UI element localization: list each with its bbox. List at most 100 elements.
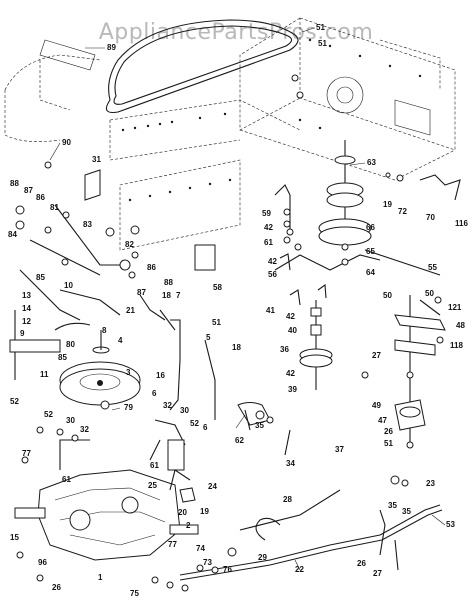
part-label: 42 — [286, 369, 295, 378]
part-label: 75 — [130, 589, 139, 598]
part-label: 84 — [8, 230, 17, 239]
part-label: 73 — [203, 558, 212, 567]
part-label: 32 — [163, 401, 172, 410]
tractor-frame — [109, 17, 456, 251]
part-label: 90 — [62, 138, 71, 147]
part-labels: 89 51 51 90 31 88 87 86 81 83 82 84 85 1… — [8, 23, 468, 598]
part-label: 5 — [206, 333, 211, 342]
part-label: 8 — [102, 326, 107, 335]
part-label: 87 — [24, 186, 33, 195]
part-label: 121 — [448, 303, 462, 312]
part-label: 61 — [150, 461, 159, 470]
part-label: 2 — [186, 521, 191, 530]
part-label: 70 — [426, 213, 435, 222]
part-label: 81 — [50, 203, 59, 212]
part-label: 28 — [283, 495, 292, 504]
part-label: 52 — [10, 397, 19, 406]
part-label: 11 — [40, 370, 49, 379]
part-label: 19 — [383, 200, 392, 209]
part-label: 88 — [164, 278, 173, 287]
part-label: 20 — [178, 508, 187, 517]
part-label: 96 — [38, 558, 47, 567]
part-label: 24 — [208, 482, 217, 491]
part-label: 50 — [383, 291, 392, 300]
drive-belt — [105, 19, 299, 114]
fasteners — [16, 74, 369, 592]
part-label: 10 — [64, 281, 73, 290]
part-label: 34 — [286, 459, 295, 468]
part-label: 76 — [223, 565, 232, 574]
part-label: 26 — [52, 583, 61, 592]
part-label: 12 — [22, 317, 31, 326]
part-label: 35 — [255, 421, 264, 430]
part-label: 27 — [373, 569, 382, 578]
part-label: 30 — [66, 416, 75, 425]
idler-pulley — [299, 300, 333, 390]
part-label: 25 — [148, 481, 157, 490]
part-label: 23 — [426, 479, 435, 488]
part-label: 30 — [180, 406, 189, 415]
part-label: 37 — [335, 445, 344, 454]
part-label: 42 — [264, 223, 273, 232]
part-label: 58 — [213, 283, 222, 292]
part-label: 88 — [10, 179, 19, 188]
part-label: 66 — [366, 223, 375, 232]
part-label: 53 — [446, 520, 455, 529]
bracket-70 — [385, 172, 461, 201]
part-label: 41 — [266, 306, 275, 315]
part-label: 40 — [288, 326, 297, 335]
part-label: 15 — [10, 533, 19, 542]
part-label: 49 — [372, 401, 381, 410]
part-label: 48 — [456, 321, 465, 330]
hood-outline — [4, 39, 101, 142]
part-label: 36 — [280, 345, 289, 354]
part-label: 77 — [168, 540, 177, 549]
part-label: 61 — [264, 238, 273, 247]
small-brackets — [279, 243, 349, 306]
part-label: 62 — [235, 436, 244, 445]
part-label: 13 — [22, 291, 31, 300]
part-label: 19 — [200, 507, 209, 516]
shift-linkage — [9, 169, 166, 380]
part-label: 55 — [428, 263, 437, 272]
drag-link — [179, 489, 443, 581]
part-label: 74 — [196, 544, 205, 553]
part-label: 65 — [366, 247, 375, 256]
part-label: 6 — [203, 423, 208, 432]
brake-arm-right — [379, 295, 446, 571]
part-label: 82 — [125, 240, 134, 249]
part-label: 77 — [22, 449, 31, 458]
part-label: 42 — [268, 257, 277, 266]
part-label: 51 — [212, 318, 221, 327]
part-label: 47 — [378, 416, 387, 425]
part-label: 35 — [402, 507, 411, 516]
part-label: 87 — [137, 288, 146, 297]
clutch-rod — [274, 184, 381, 271]
part-label: 83 — [83, 220, 92, 229]
part-label: 9 — [20, 329, 25, 338]
part-label: 3 — [126, 368, 131, 377]
watermark-text: AppliancePartsPros.com — [99, 20, 374, 45]
part-label: 18 — [162, 291, 171, 300]
part-label: 1 — [98, 573, 103, 582]
part-label: 51 — [384, 439, 393, 448]
part-label: 29 — [258, 553, 267, 562]
transmission-pulley — [59, 330, 141, 406]
part-label: 7 — [176, 291, 181, 300]
part-label: 80 — [66, 340, 75, 349]
part-label: 64 — [366, 268, 375, 277]
part-label: 26 — [384, 427, 393, 436]
brake-linkage — [149, 244, 291, 503]
spring-55 — [364, 249, 441, 276]
part-label: 63 — [367, 158, 376, 167]
part-label: 16 — [156, 371, 165, 380]
part-label: 116 — [455, 219, 468, 228]
part-label: 79 — [124, 403, 133, 412]
part-label: 51 — [318, 39, 327, 48]
part-label: 21 — [126, 306, 135, 315]
part-label: 4 — [118, 336, 123, 345]
part-label: 18 — [232, 343, 241, 352]
part-label: 35 — [388, 501, 397, 510]
part-label: 27 — [372, 351, 381, 360]
part-label: 72 — [398, 207, 407, 216]
